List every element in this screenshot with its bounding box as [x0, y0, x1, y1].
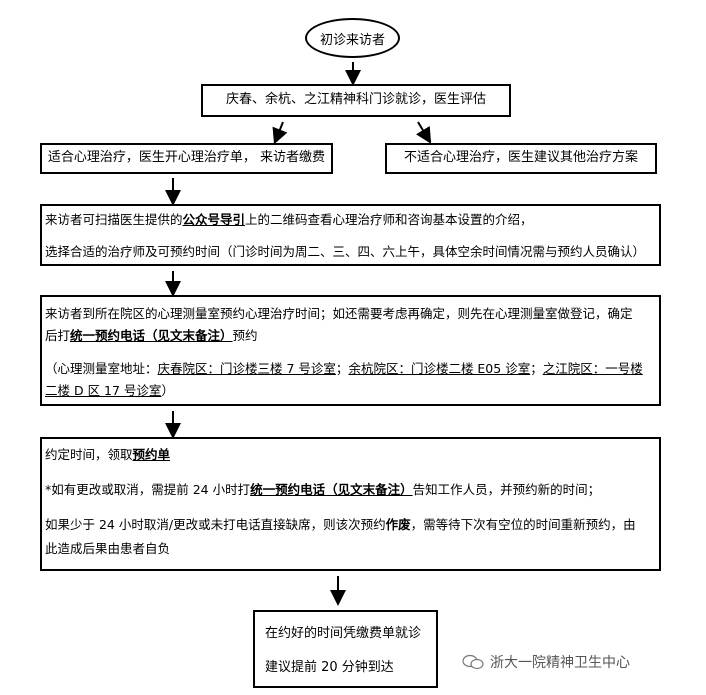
step1-box: 庆春、余杭、之江精神科门诊就诊，医生评估 [201, 84, 511, 117]
step4-line4: 此造成后果由患者自负 [45, 541, 171, 556]
void-label: 作废 [385, 517, 411, 532]
unsuitable-box: 不适合心理治疗，医生建议其他治疗方案 [385, 143, 657, 174]
step5-line2: 建议提前 20 分钟到达 [265, 660, 394, 675]
step2-line2: 选择合适的治疗师及可预约时间（门诊时间为周二、三、四、六上午，具体空余时间情况需… [45, 244, 646, 259]
step3-line2-b: 预约 [232, 328, 258, 343]
arrow-step1-to-right [416, 121, 432, 144]
step3-line2-a: 后打 [45, 328, 71, 343]
start-label: 初诊来访者 [319, 32, 385, 48]
addr-yuhang: 余杭院区：门诊楼二楼 E05 诊室 [348, 361, 531, 376]
watermark: 浙大一院精神卫生中心 [462, 652, 630, 672]
step3-line1: 来访者到所在院区的心理测量室预约心理治疗时间；如还需要考虑再确定，则先在心理测量… [45, 306, 633, 321]
step2-line1-a: 来访者可扫描医生提供的 [45, 212, 183, 227]
addr-sep2: ； [530, 361, 543, 376]
appointment-slip: 预约单 [132, 447, 171, 462]
step4-line2: *如有更改或取消，需提前 24 小时打统一预约电话（见文末备注）告知工作人员，并… [45, 482, 653, 498]
step1-text: 庆春、余杭、之江精神科门诊就诊，医生评估 [225, 92, 486, 108]
start-node: 初诊来访者 [305, 18, 400, 58]
step4-line3-a: 如果少于 24 小时取消/更改或未打电话直接缺席，则该次预约 [45, 517, 386, 532]
addr-prefix: （心理测量室地址： [45, 361, 158, 376]
step4-line2-a: *如有更改或取消，需提前 24 小时打 [45, 482, 251, 497]
suitable-text: 适合心理治疗，医生开心理治疗单， 来访者缴费 [47, 150, 326, 166]
step4-line1: 约定时间，领取预约单 [45, 447, 653, 463]
step4-line2-b: 告知工作人员，并预约新的时间； [412, 482, 601, 497]
step5-line1: 在约好的时间凭缴费单就诊 [265, 626, 422, 641]
step4-box: 约定时间，领取预约单 *如有更改或取消，需提前 24 小时打统一预约电话（见文末… [40, 437, 661, 571]
step4-line1-a: 约定时间，领取 [45, 447, 133, 462]
addr-zhijiang-a: 之江院区：一号楼 [542, 361, 643, 376]
step5-box: 在约好的时间凭缴费单就诊 建议提前 20 分钟到达 [253, 610, 438, 688]
addr-suffix: ） [161, 383, 174, 398]
addr-qingchun: 庆春院区：门诊楼三楼 7 号诊室 [157, 361, 336, 376]
suitable-box: 适合心理治疗，医生开心理治疗单， 来访者缴费 [40, 143, 333, 174]
arrow-step1-to-left [272, 121, 288, 145]
step2-box: 来访者可扫描医生提供的公众号导引上的二维码查看心理治疗师和咨询基本设置的介绍， … [40, 204, 661, 266]
step3-line2: 后打统一预约电话（见文末备注）预约 [45, 328, 653, 344]
addr-sep1: ； [335, 361, 349, 376]
public-account-guide: 公众号导引 [182, 212, 246, 227]
unified-phone-ref-2: 统一预约电话（见文末备注） [250, 482, 413, 497]
step3-address-line2: 二楼 D 区 17 号诊室） [45, 383, 653, 399]
step4-line3-b: ，需等待下次有空位的时间重新预约，由 [410, 517, 636, 532]
wechat-icon [462, 654, 484, 670]
unified-phone-ref-1: 统一预约电话（见文末备注） [70, 328, 233, 343]
unsuitable-text: 不适合心理治疗，医生建议其他治疗方案 [403, 150, 638, 166]
addr-zhijiang-b: 二楼 D 区 17 号诊室 [45, 383, 162, 398]
step3-box: 来访者到所在院区的心理测量室预约心理治疗时间；如还需要考虑再确定，则先在心理测量… [40, 295, 661, 406]
step3-address-line1: （心理测量室地址：庆春院区：门诊楼三楼 7 号诊室；余杭院区：门诊楼二楼 E05… [45, 361, 653, 377]
step2-line1-b: 上的二维码查看心理治疗师和咨询基本设置的介绍， [245, 212, 533, 227]
step2-line1: 来访者可扫描医生提供的公众号导引上的二维码查看心理治疗师和咨询基本设置的介绍， [45, 212, 653, 228]
watermark-text: 浙大一院精神卫生中心 [490, 655, 630, 671]
step4-line3: 如果少于 24 小时取消/更改或未打电话直接缺席，则该次预约作废，需等待下次有空… [45, 517, 653, 533]
